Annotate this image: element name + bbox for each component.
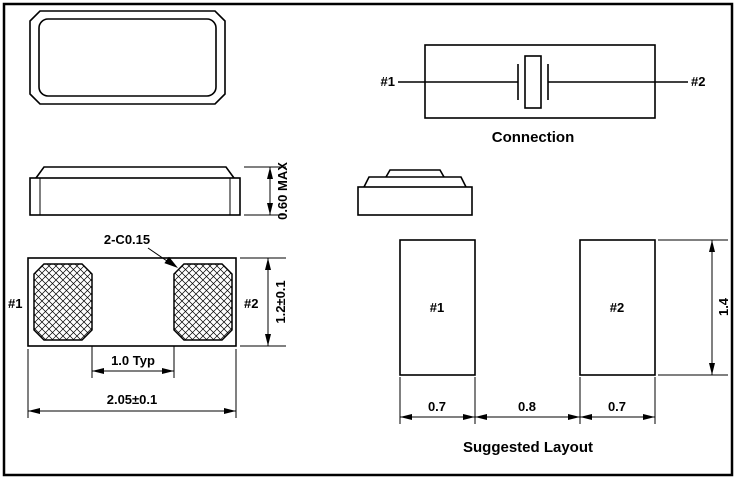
bottom-pin2-label: #2	[244, 296, 258, 311]
layout-pad2-label: #2	[610, 300, 624, 315]
dim-overall-width: 2.05±0.1	[27, 349, 237, 418]
connection-pin2-label: #2	[691, 74, 705, 89]
pad-1	[33, 263, 93, 341]
end-view	[357, 169, 473, 216]
dim-layout-pad2-width-label: 0.7	[608, 399, 626, 414]
dim-pad-height: 1.2±0.1	[240, 257, 288, 347]
dim-layout-height-label: 1.4	[716, 297, 731, 316]
dim-pad-gap-label: 1.0 Typ	[111, 353, 155, 368]
chamfer-note-label: 2-C0.15	[104, 232, 150, 247]
dim-overall-width-label: 2.05±0.1	[107, 392, 158, 407]
chamfer-callout: 2-C0.15	[104, 232, 178, 268]
pad-2	[173, 263, 233, 341]
dim-height-max-label: 0.60 MAX	[275, 162, 290, 220]
suggested-layout-title: Suggested Layout	[463, 439, 593, 456]
layout-pad-2	[579, 239, 656, 376]
dim-layout-gap-label: 0.8	[518, 399, 536, 414]
top-view	[29, 10, 226, 105]
layout-pad1-label: #1	[430, 300, 444, 315]
connection-pin1-label: #1	[381, 74, 395, 89]
connection-diagram: #1 #2 Connection	[381, 44, 705, 146]
side-view	[29, 166, 241, 216]
bottom-view: #1 #2	[8, 257, 258, 347]
layout-pad-1	[399, 239, 476, 376]
dim-height-max: 0.60 MAX	[244, 162, 290, 220]
suggested-layout: #1 #2 1.4 0.7 0.8 0.7 Suggested Layout	[399, 239, 731, 456]
connection-title: Connection	[492, 129, 575, 146]
dim-layout-pad1-width-label: 0.7	[428, 399, 446, 414]
dim-pad-gap: 1.0 Typ	[91, 346, 175, 378]
dim-pad-height-label: 1.2±0.1	[273, 280, 288, 323]
bottom-pin1-label: #1	[8, 296, 22, 311]
